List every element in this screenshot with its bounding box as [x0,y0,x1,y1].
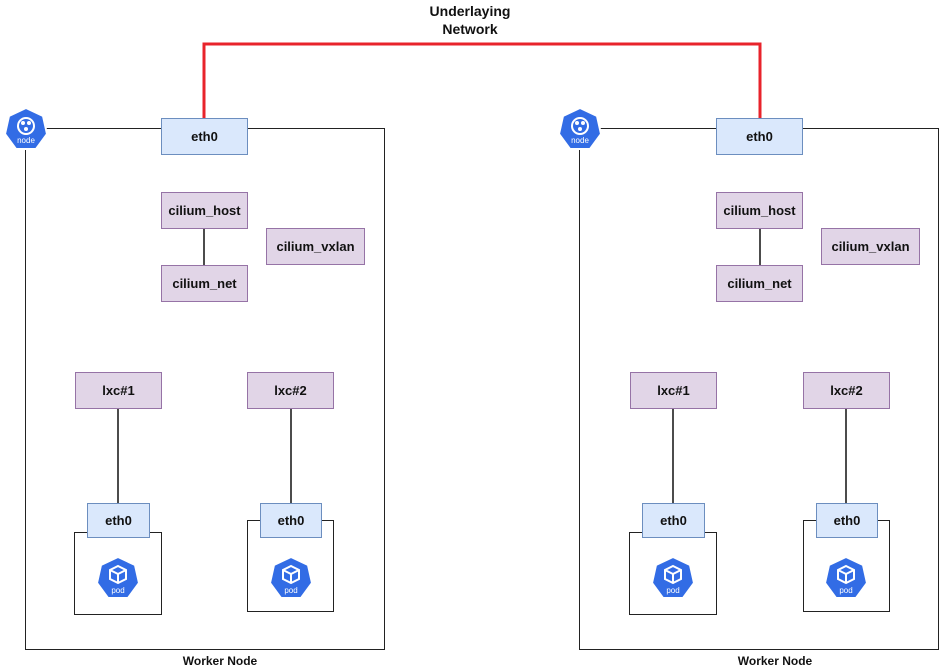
underlay-network-label: Underlaying Network [429,3,511,37]
pod-eth0-interface: eth0 [642,503,705,538]
node-icon-text: node [17,136,35,145]
pod-eth0-interface: eth0 [87,503,150,538]
lxc-interface: lxc#1 [630,372,717,409]
pod-eth0-interface: eth0 [260,503,322,538]
pod-eth0-interface: eth0 [816,503,878,538]
node-icon: node [557,107,603,150]
pod-icon: pod [823,556,869,599]
host-eth0-interface: eth0 [716,118,803,155]
cilium-net-interface: cilium_net [161,265,248,302]
lxc-interface: lxc#1 [75,372,162,409]
node-icon-text: node [571,136,589,145]
pod-icon-text: pod [839,586,852,595]
pod-icon-text: pod [284,586,297,595]
cilium-host-interface: cilium_host [161,192,248,229]
cilium-host-interface: cilium_host [716,192,803,229]
cilium-vxlan-interface: cilium_vxlan [266,228,365,265]
pod-icon: pod [650,556,696,599]
node-icon: node [3,107,49,150]
pod-icon-text: pod [111,586,124,595]
cilium-vxlan-interface: cilium_vxlan [821,228,920,265]
pod-icon: pod [95,556,141,599]
host-eth0-interface: eth0 [161,118,248,155]
cilium-net-interface: cilium_net [716,265,803,302]
lxc-interface: lxc#2 [247,372,334,409]
lxc-interface: lxc#2 [803,372,890,409]
pod-icon-text: pod [666,586,679,595]
worker-node-label: Worker Node [737,654,813,668]
worker-node-label: Worker Node [182,654,258,668]
underlay-link [202,42,762,118]
pod-icon: pod [268,556,314,599]
